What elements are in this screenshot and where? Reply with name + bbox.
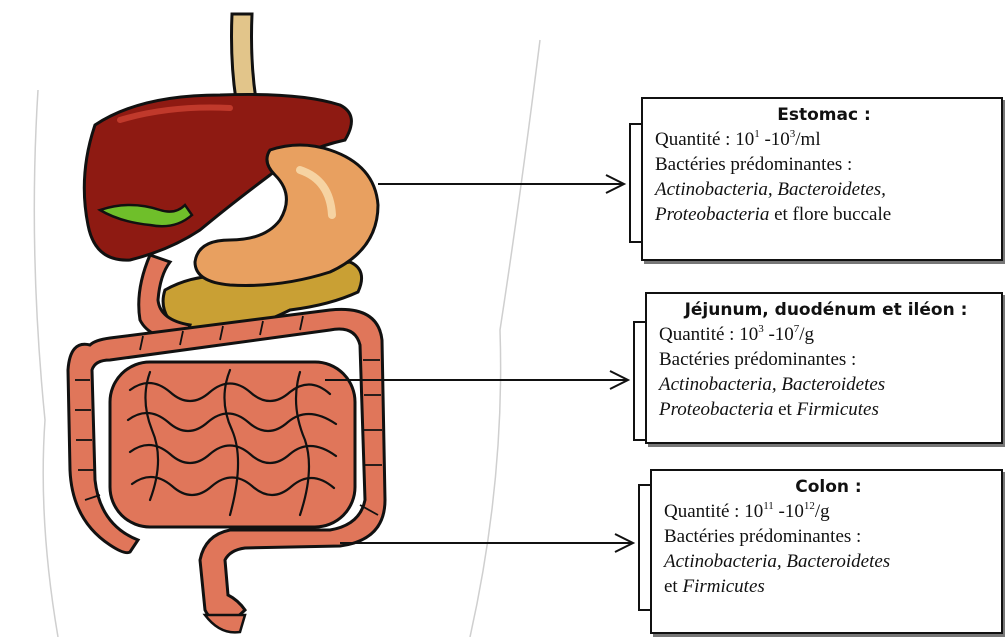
bacteria-prefix: et	[664, 576, 682, 597]
jejunum-info-box: Jéjunum, duodénum et iléon : Quantité : …	[645, 292, 1003, 444]
quantity-to: 10	[785, 501, 804, 522]
colon-bacteria-line-2: et Firmicutes	[664, 574, 993, 599]
quantity-from-exponent: 11	[763, 500, 774, 512]
colon-bacteria-label: Bactéries prédominantes :	[664, 524, 993, 549]
estomac-bacteria-line-1-text: Actinobacteria, Bacteroidetes,	[655, 179, 886, 200]
estomac-title: Estomac :	[655, 103, 993, 127]
quantity-unit: /g	[815, 501, 830, 522]
bracket-estomac	[630, 124, 641, 242]
estomac-bacteria-line-2: Proteobacteria et flore buccale	[655, 202, 993, 227]
quantity-separator: -	[760, 129, 771, 150]
colon-bacteria-line-1-text: Actinobacteria, Bacteroidetes	[664, 551, 890, 572]
quantity-from: 10	[744, 501, 763, 522]
estomac-bacteria-label: Bactéries prédominantes :	[655, 152, 993, 177]
bacteria-italic: Firmicutes	[682, 576, 764, 597]
colon-quantity: Quantité : 1011 -1012/g	[664, 499, 993, 524]
quantity-separator: -	[774, 501, 785, 522]
jejunum-bacteria-label: Bactéries prédominantes :	[659, 347, 993, 372]
bracket-jejunum	[634, 322, 645, 440]
bacteria-italic: Proteobacteria	[655, 204, 769, 225]
jejunum-bacteria-line-1-text: Actinobacteria, Bacteroidetes	[659, 374, 885, 395]
jejunum-bacteria-line-2: Proteobacteria et Firmicutes	[659, 397, 993, 422]
jejunum-title: Jéjunum, duodénum et iléon :	[659, 298, 993, 322]
quantity-label: Quantité :	[664, 501, 744, 522]
colon-bacteria-line-1: Actinobacteria, Bacteroidetes	[664, 549, 993, 574]
estomac-info-box: Estomac : Quantité : 101 -103/ml Bactéri…	[641, 97, 1003, 261]
bracket-colon	[639, 485, 650, 610]
quantity-to-exponent: 12	[804, 500, 815, 512]
colon-title: Colon :	[664, 475, 993, 499]
quantity-label: Quantité :	[655, 129, 735, 150]
quantity-from: 10	[735, 129, 754, 150]
rectum	[205, 615, 245, 632]
quantity-to: 10	[775, 324, 794, 345]
arrow-estomac	[378, 175, 624, 193]
quantity-separator: -	[764, 324, 775, 345]
estomac-bacteria-line-1: Actinobacteria, Bacteroidetes,	[655, 177, 993, 202]
bacteria-italic-2: Firmicutes	[797, 399, 879, 420]
bacteria-rest: et flore buccale	[769, 204, 891, 225]
jejunum-bacteria-line-1: Actinobacteria, Bacteroidetes	[659, 372, 993, 397]
bacteria-italic: Proteobacteria	[659, 399, 773, 420]
quantity-unit: /ml	[795, 129, 820, 150]
quantity-to: 10	[771, 129, 790, 150]
jejunum-quantity: Quantité : 103 -107/g	[659, 322, 993, 347]
quantity-unit: /g	[799, 324, 814, 345]
quantity-label: Quantité :	[659, 324, 739, 345]
colon-info-box: Colon : Quantité : 1011 -1012/g Bactérie…	[650, 469, 1003, 634]
quantity-from: 10	[739, 324, 758, 345]
bacteria-conjunction: et	[773, 399, 796, 420]
estomac-quantity: Quantité : 101 -103/ml	[655, 127, 993, 152]
